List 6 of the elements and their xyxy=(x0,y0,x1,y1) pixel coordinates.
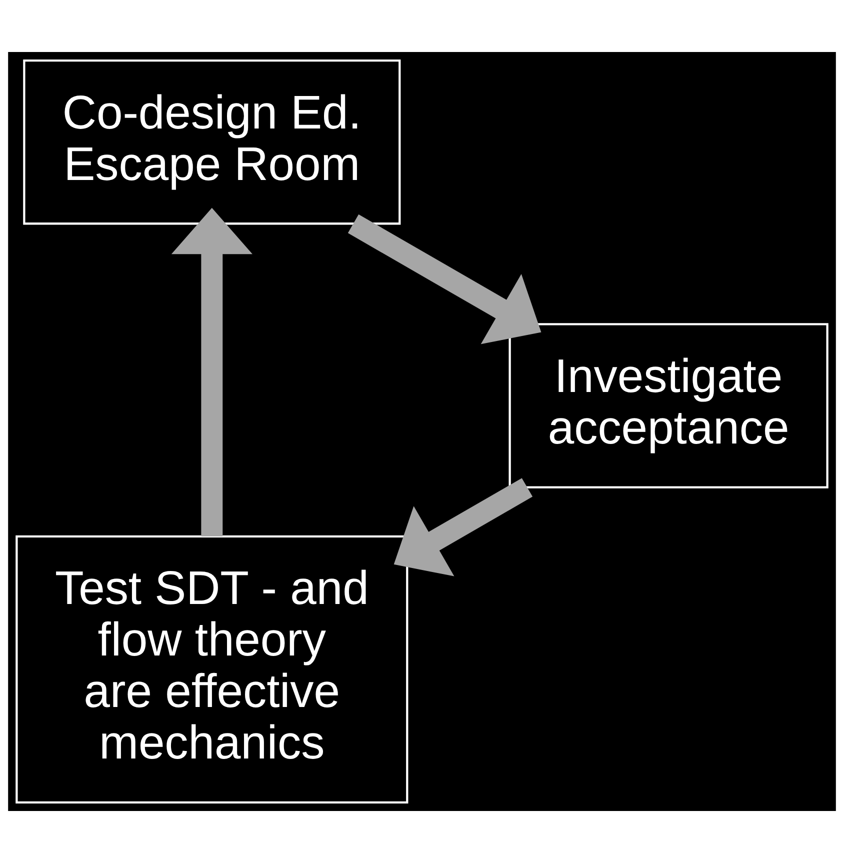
arrow xyxy=(171,208,252,536)
node-box: Co-design Ed. Escape Room xyxy=(23,60,401,225)
node-box: Investigate acceptance xyxy=(508,323,828,488)
arrow xyxy=(394,478,533,576)
node-box: Test SDT - and flow theory are effective mechanics xyxy=(16,535,408,804)
arrow xyxy=(348,214,542,344)
